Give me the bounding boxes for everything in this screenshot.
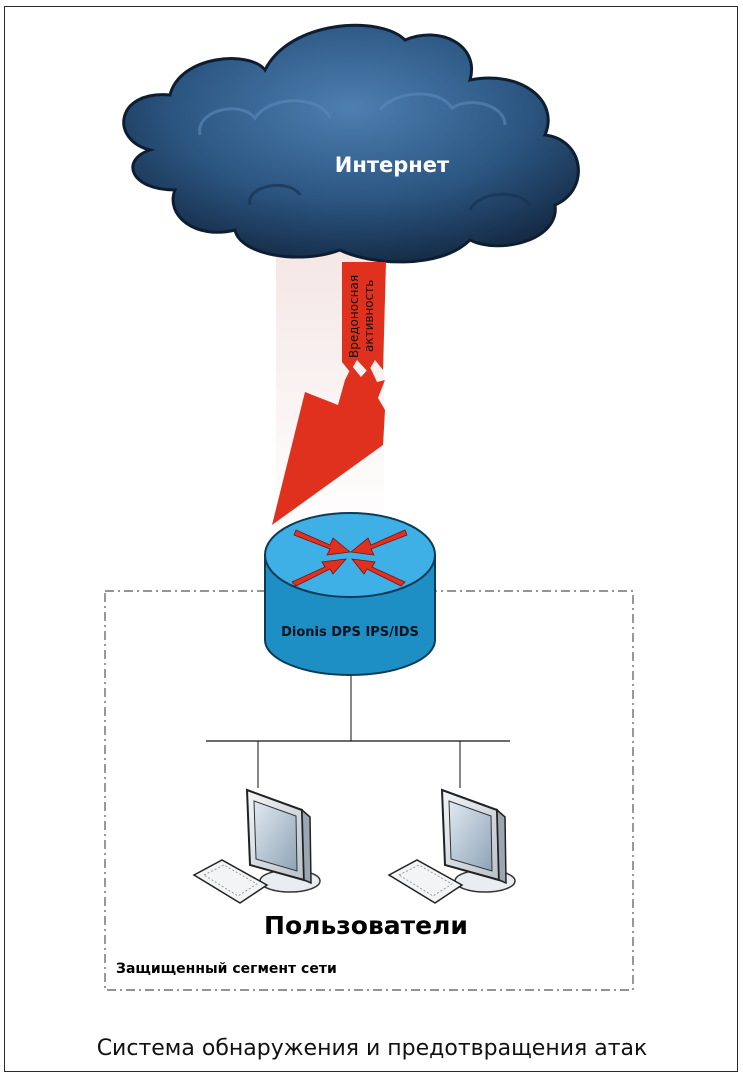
diagram-caption: Система обнаружения и предотвращения ата… [97,1036,648,1061]
router-icon [264,512,436,676]
workstation-icon [192,788,321,904]
internet-cloud-icon [122,23,580,264]
users-label: Пользователи [264,911,468,940]
workstation-icon [387,788,516,904]
segment-label: Защищенный сегмент сети [116,961,337,977]
internet-label: Интернет [335,153,450,177]
diagram-frame [4,6,738,1072]
malicious-activity-arrow [272,262,386,525]
malicious-activity-label-line2: активность [362,280,376,352]
protected-segment-box [104,590,634,991]
router-label: Dionis DPS IPS/IDS [281,625,419,640]
malicious-activity-label-line1: Вредоносная [347,275,361,358]
